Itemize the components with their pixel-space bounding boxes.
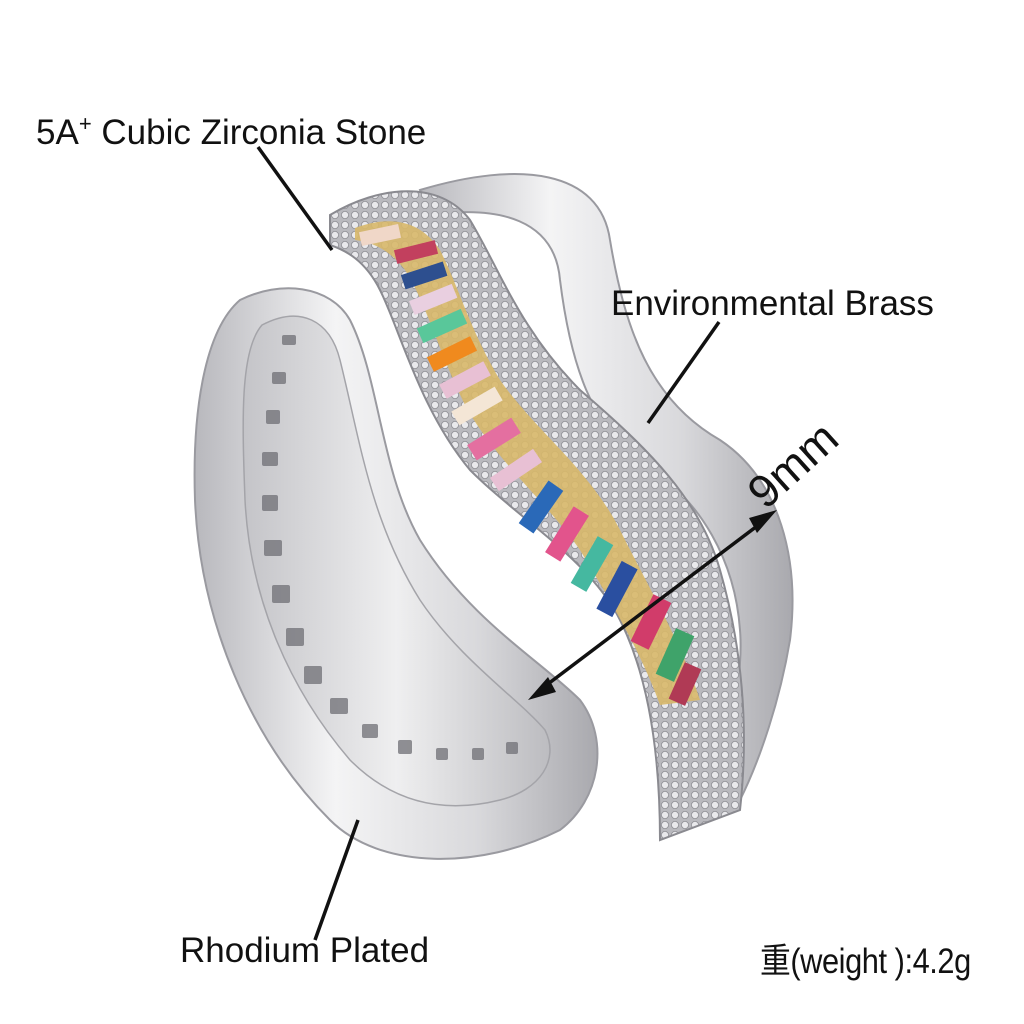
width-dimension-arrow (528, 510, 777, 700)
stone-grade-plus: + (78, 111, 92, 136)
leader-lines (256, 145, 721, 941)
stone-grade: 5A (36, 113, 79, 152)
leader-line-stone (256, 145, 334, 252)
leader-line-rhodium (313, 819, 360, 941)
stone-label: 5A+ Cubic Zirconia Stone (36, 113, 427, 152)
stone-type: Cubic Zirconia Stone (91, 113, 427, 152)
baguette-stone-row (355, 221, 702, 706)
inner-setting-holes (262, 335, 518, 760)
leader-line-brass (646, 320, 721, 425)
weight-label: 重(weight ):4.2g (760, 942, 971, 981)
material-label: Environmental Brass (611, 284, 934, 323)
plating-label: Rhodium Plated (180, 931, 430, 970)
